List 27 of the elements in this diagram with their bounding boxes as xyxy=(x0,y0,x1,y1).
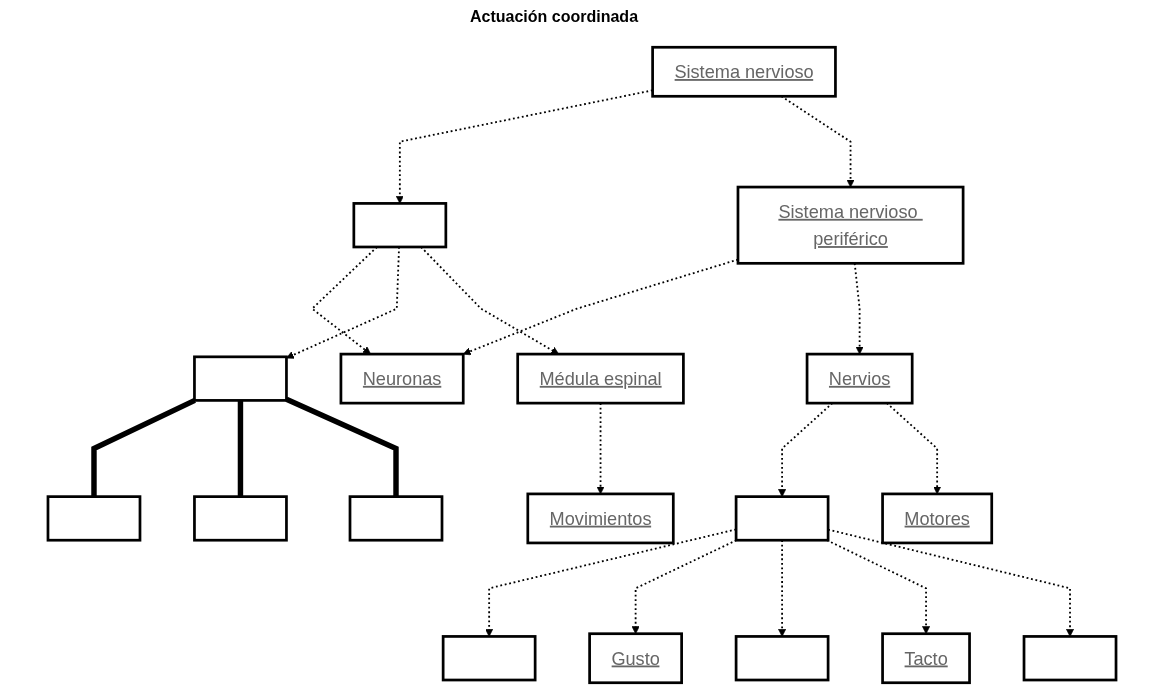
connector xyxy=(237,400,244,497)
node-box: Motores xyxy=(881,492,994,545)
node-box xyxy=(348,495,444,542)
connector xyxy=(91,397,196,497)
node-box xyxy=(46,495,142,542)
node-box: Movimientos xyxy=(526,492,675,545)
note-text: Actuación coordinada xyxy=(470,8,639,26)
arrow xyxy=(827,528,1074,637)
node-box: Tacto xyxy=(881,632,971,685)
node-box xyxy=(193,355,288,402)
node-box xyxy=(1022,635,1118,682)
node-box: Médula espinal xyxy=(516,352,685,405)
node-box xyxy=(441,635,537,682)
node-box: Sistema nervioso xyxy=(651,45,837,98)
node-box xyxy=(193,495,288,542)
node-box: Gusto xyxy=(588,632,683,685)
arrow xyxy=(485,528,737,637)
node-box xyxy=(352,202,448,249)
arrow xyxy=(286,246,400,359)
node-box: Neuronas xyxy=(339,352,465,405)
arrow xyxy=(310,246,378,355)
node-box: Nervios xyxy=(805,352,914,405)
node-box xyxy=(734,495,830,542)
connector xyxy=(285,396,399,497)
arrow xyxy=(420,246,560,355)
node-box xyxy=(734,635,830,682)
node-box: Sistema nervioso periférico xyxy=(736,185,965,265)
